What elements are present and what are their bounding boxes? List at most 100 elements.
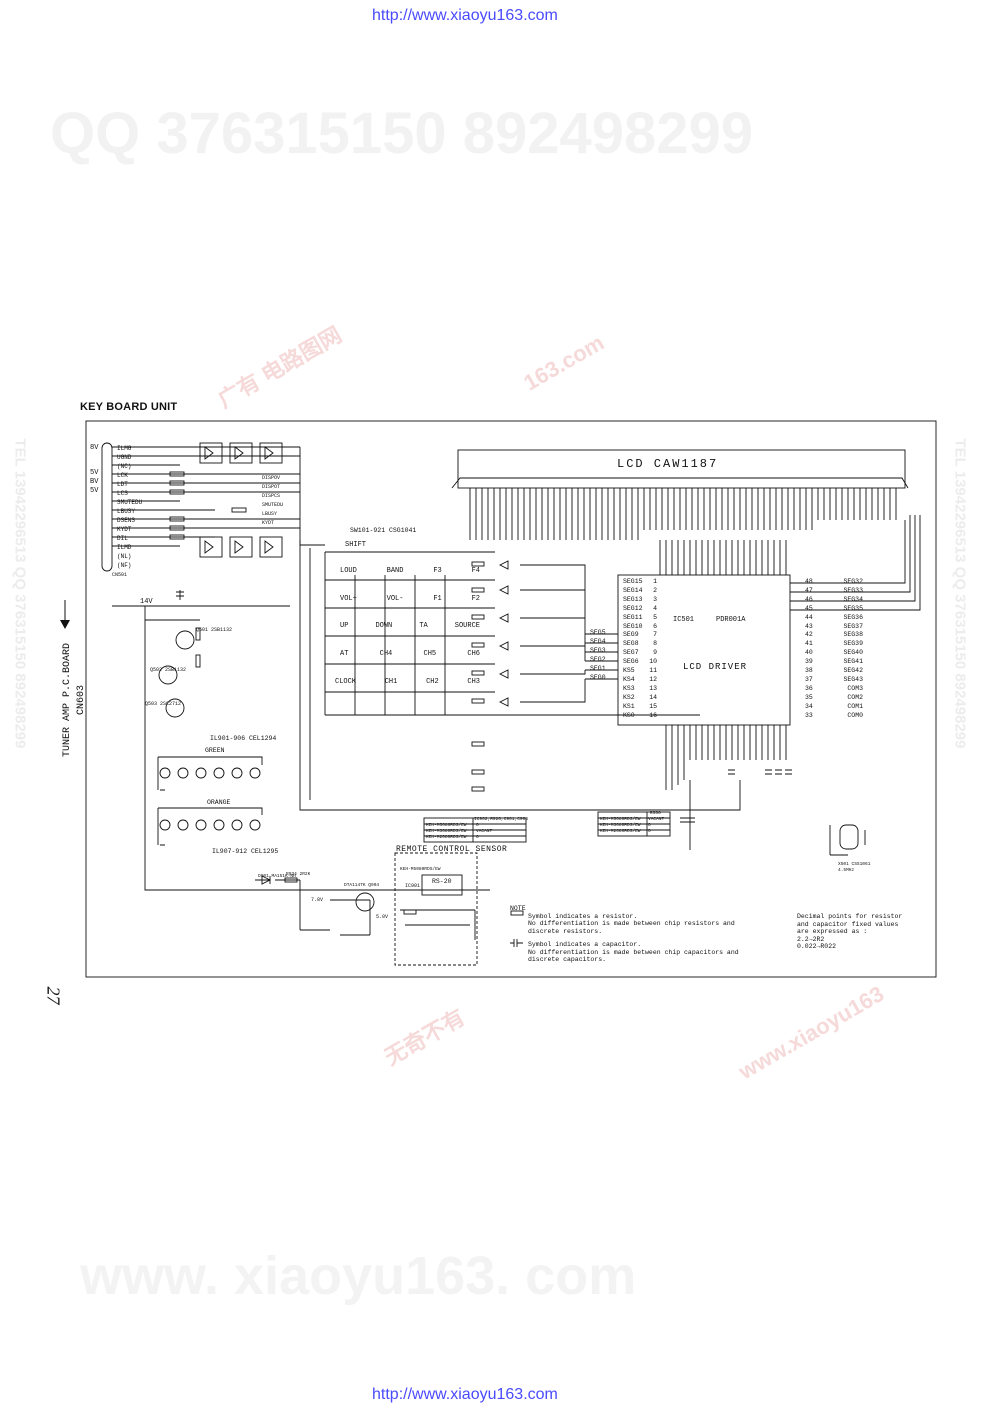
led-group-orange-ref: IL907-912 CEL1295 <box>212 848 279 855</box>
key-label: AT <box>340 650 349 658</box>
dec-2: and capacitor fixed values <box>797 920 899 928</box>
key-label: VOL- <box>386 595 404 603</box>
key-label: CH2 <box>426 678 439 686</box>
xtal-ref: X501 CSS1061 <box>838 862 871 867</box>
watermark-domain: www. xiaoyu163. com <box>80 1246 637 1306</box>
model: KEH-M5080RDS/EW <box>426 823 467 828</box>
table-ic902-header: IC902,R926,C901,C904 <box>474 817 529 822</box>
key-label: F2 <box>471 595 480 603</box>
dec-5: 0.022→R022 <box>797 943 837 950</box>
connector-pin-list: ILMG UGND (NC) LCK LDT LCS SMUTEDU LBUSY… <box>117 444 142 570</box>
key-label: UP <box>340 622 349 630</box>
xtal-freq: 4.5MHz <box>838 868 855 873</box>
pin-label: (NC) <box>117 463 132 470</box>
tuner-label-line1: TUNER AMP P.C.BOARD <box>62 642 73 758</box>
key-label: TA <box>419 622 428 630</box>
model: KEH-M2080RDS/EW <box>600 829 641 834</box>
svg-text:5V: 5V <box>90 487 99 495</box>
key-label: VOL+ <box>340 595 357 603</box>
notes-block: NOTE Symbol indicates a resistor. No dif… <box>508 905 739 964</box>
tuner-label-line2: CN603 <box>76 685 87 716</box>
model: KEH-M3080RDS/EW <box>426 829 467 834</box>
seg-feed: SEG2 <box>590 656 606 663</box>
remote-transistor: DTA114TK Q904 <box>344 883 380 888</box>
key-label: CH5 <box>423 650 437 658</box>
v-5v: 5V <box>90 469 99 477</box>
resistor-column <box>471 561 485 792</box>
signal-label: KYDT <box>262 520 275 526</box>
note-r-2: No differentiation is made between chip … <box>528 920 735 927</box>
key-label: F1 <box>433 595 442 603</box>
svg-text:BV: BV <box>90 478 99 486</box>
ic-part: PDR001A <box>716 616 746 624</box>
pin-label: LBUSY <box>117 508 136 515</box>
decimal-notes: Decimal points for resistor and capacito… <box>797 913 902 951</box>
key-row-3: UP DOWN TA SOURCE <box>340 622 480 630</box>
key-label: CH6 <box>467 650 480 658</box>
key-label: CH4 <box>379 650 393 658</box>
dec-3: are expressed as : <box>797 928 868 935</box>
watermark-qq: QQ 376315150 892498299 <box>50 101 754 166</box>
model: KEH-M5080RDS/EW <box>600 817 641 822</box>
signal-label: SMUTEDU <box>262 502 284 508</box>
pin-label: ILMG <box>117 445 132 452</box>
signal-label: DISPCS <box>262 493 281 499</box>
pin-label: LDT <box>117 481 128 488</box>
v-8v: 8V <box>90 444 99 452</box>
remote-module: RS-20 <box>432 878 452 885</box>
led-group-orange-color: ORANGE <box>207 799 231 806</box>
remote-diode: D901 MA151K-NH <box>258 874 296 879</box>
key-label: LOUD <box>340 567 357 575</box>
key-label: F4 <box>471 567 480 575</box>
seg-feed: SEG0 <box>590 674 606 681</box>
pin-label: LCK <box>117 472 128 479</box>
tuner-amp-label: TUNER AMP P.C.BOARD CN603 <box>61 615 89 785</box>
note-r-3: discrete resistors. <box>528 927 603 935</box>
connector-cn501 <box>101 442 113 572</box>
val: O <box>648 823 651 828</box>
dec-1: Decimal points for resistor <box>797 913 903 920</box>
signal-label: LBUSY <box>262 511 278 517</box>
key-row-1: LOUD BAND F3 F4 <box>340 567 480 575</box>
voltage-5v0: 5.0V <box>376 914 389 920</box>
lcd-title: LCD CAW1187 <box>617 457 719 471</box>
remote-sensor-box <box>394 852 478 966</box>
transistor-q503: Q503 2SC2712 <box>145 701 182 707</box>
header-url[interactable]: http://www.xiaoyu163.com <box>372 7 558 24</box>
pin-label: (NF) <box>117 562 132 569</box>
rs20-module <box>421 874 463 896</box>
led-group-green-color: GREEN <box>205 747 225 754</box>
footer-url[interactable]: http://www.xiaoyu163.com <box>372 1386 558 1403</box>
led-group-green-ref: IL901-906 CEL1294 <box>210 735 277 742</box>
note-c-2: No differentiation is made between chip … <box>528 948 739 956</box>
remote-part-label: KEH-M5080RDS/EW <box>400 867 441 872</box>
key-label: BAND <box>386 567 404 575</box>
pin-label: DSENS <box>117 517 136 524</box>
key-row-4: AT CH4 CH5 CH6 <box>340 650 480 658</box>
cn501-label: CN501 <box>112 572 128 578</box>
ic501-lcd-driver <box>617 574 791 726</box>
key-row-5: CLOCK CH1 CH2 CH3 <box>335 678 480 686</box>
ic-name: LCD DRIVER <box>683 662 748 672</box>
